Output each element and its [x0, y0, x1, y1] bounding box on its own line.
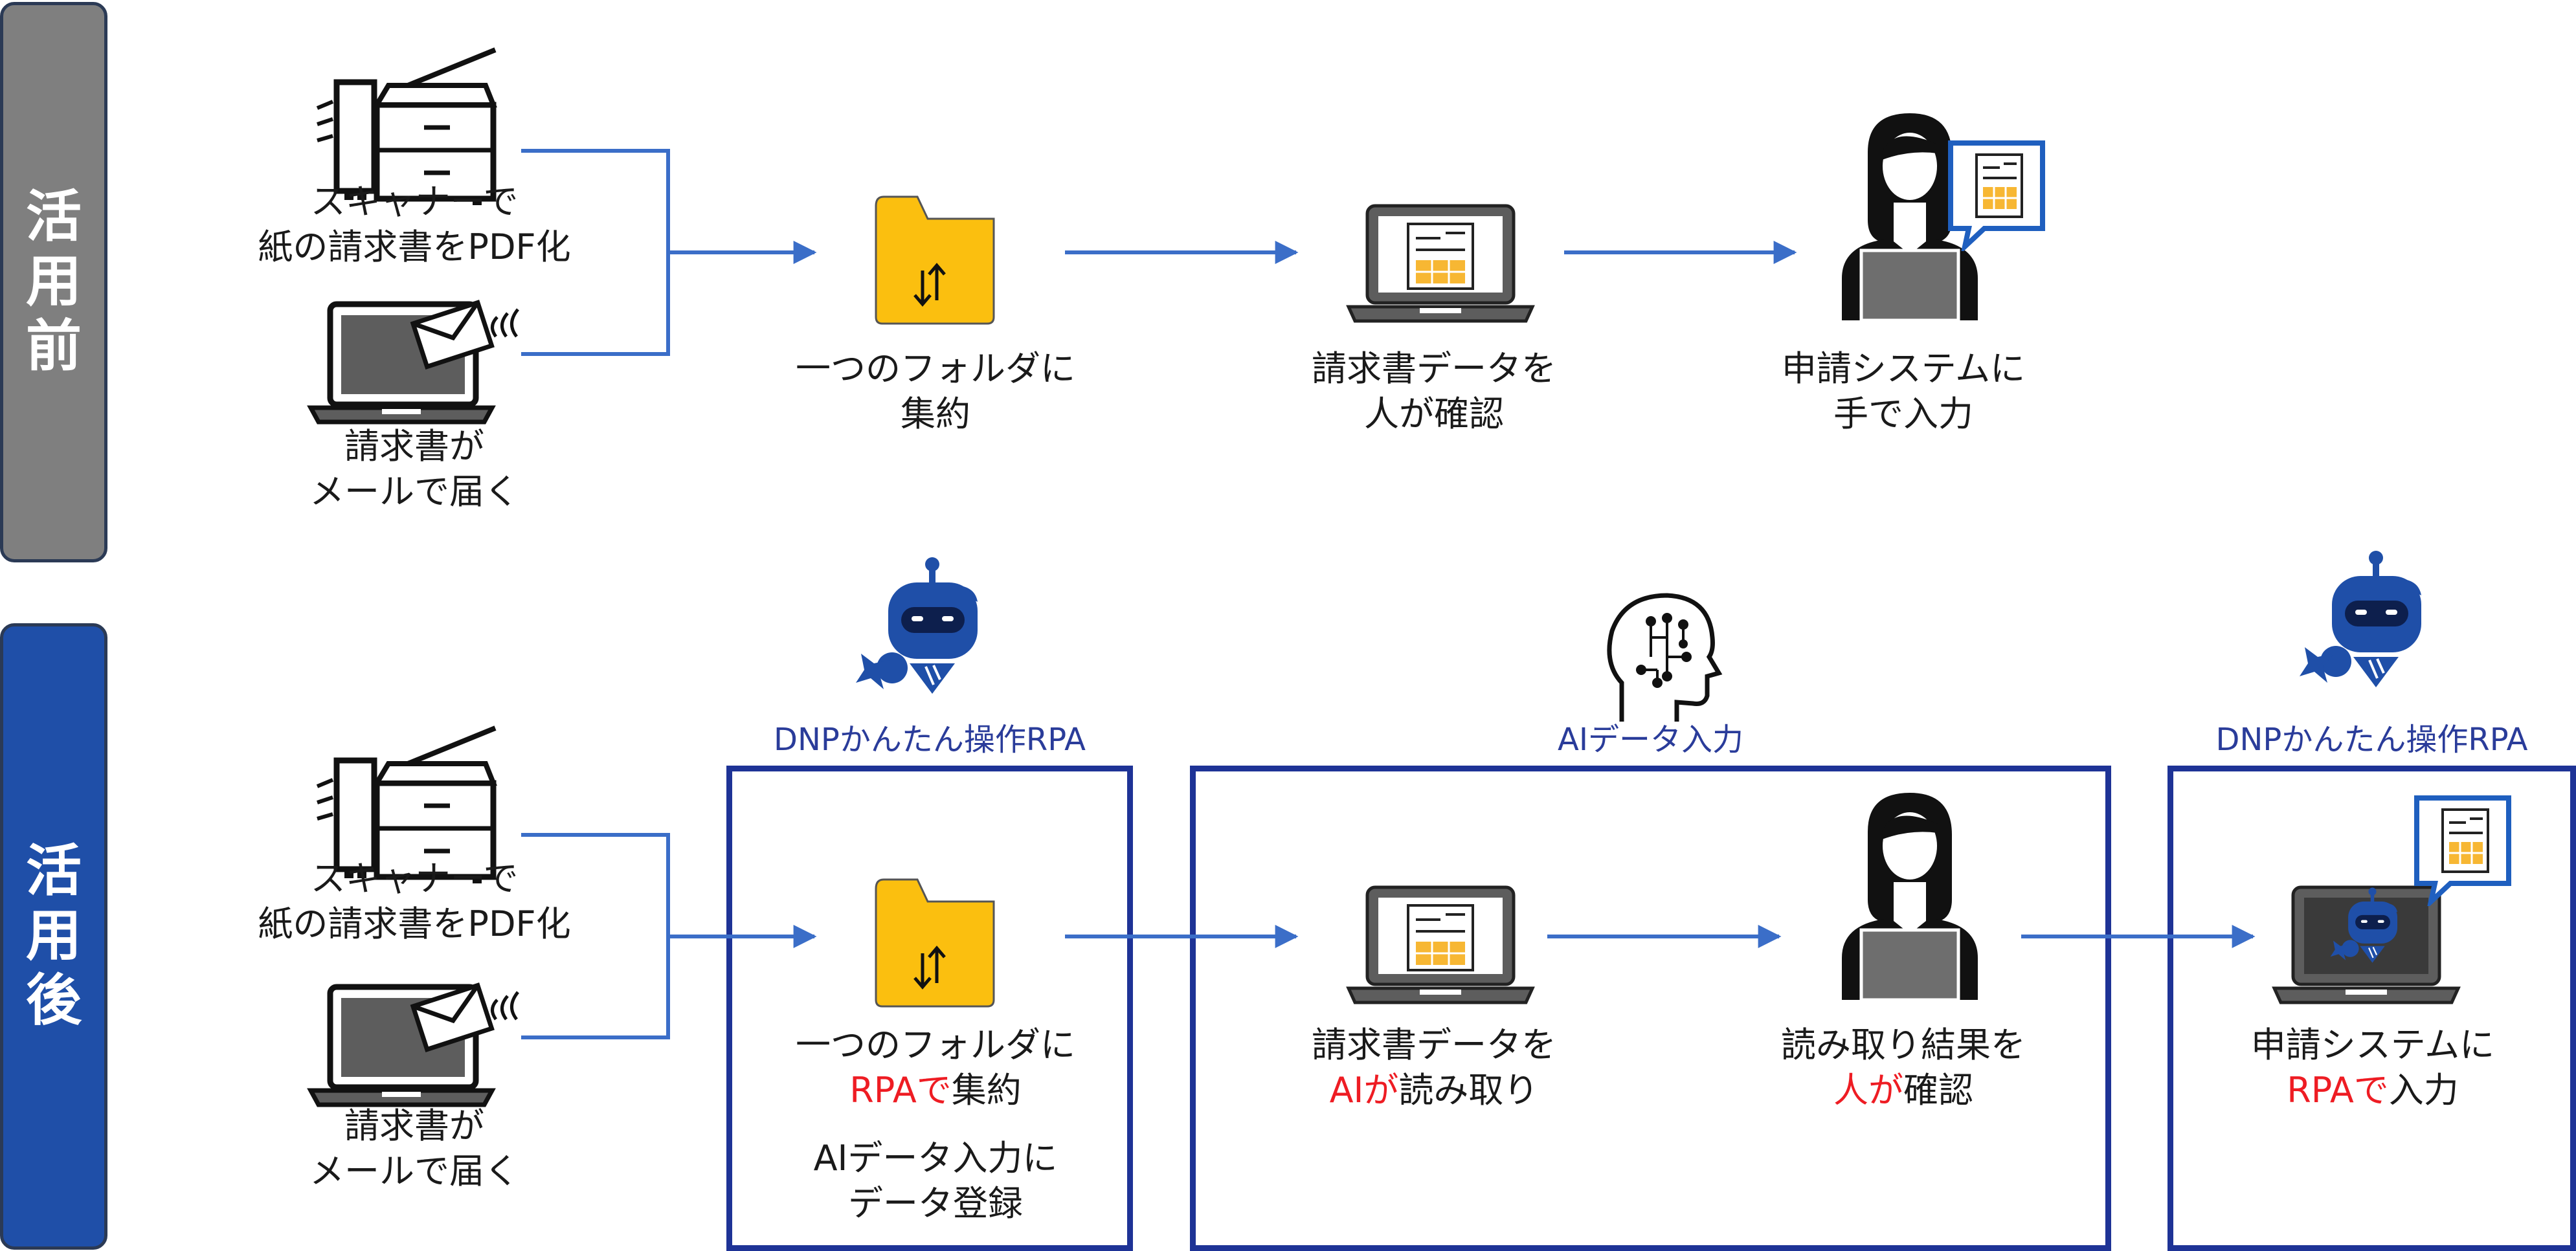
text-line: スキャナーで	[310, 181, 519, 222]
text-line: 請求書が	[344, 1105, 484, 1146]
laptop-document-icon	[1343, 201, 1538, 324]
text-line: データ登録	[848, 1183, 1023, 1224]
text-line: 申請システムに	[1781, 348, 2026, 389]
laptop-mail-icon	[304, 298, 524, 427]
text-line: 一つのフォルダに	[796, 1024, 1075, 1065]
rpa-frame-left	[726, 766, 1133, 1251]
text-line: スキャナーで	[310, 858, 519, 899]
robot-icon	[2292, 550, 2428, 689]
laptop-document-icon	[1343, 882, 1538, 1005]
text-rest: 確認	[1903, 1070, 1973, 1111]
text-line: 一つのフォルダに	[796, 348, 1075, 389]
text-line: 紙の請求書をPDF化	[258, 903, 571, 944]
highlight-text: AIが	[1329, 1070, 1399, 1111]
text-line: RPAで入力	[2175, 1068, 2570, 1113]
laptop-mail-icon	[304, 980, 524, 1110]
text-line: AIが読み取り	[1240, 1068, 1628, 1113]
text-rest: 読み取り	[1398, 1070, 1539, 1111]
text-rest: 集約	[951, 1070, 1022, 1111]
after-register-label: AIデータ入力に データ登録	[738, 1136, 1133, 1226]
tool-name-rpa-right: DNPかんたん操作RPA	[2215, 722, 2528, 758]
text-rest: 入力	[2388, 1070, 2459, 1111]
section-after-char: 用	[26, 903, 82, 969]
text-line: 読み取り結果を	[1781, 1024, 2026, 1065]
speech-bubble-document-icon	[1945, 138, 2049, 251]
section-after-char: 活	[26, 839, 82, 904]
after-ai-read-label: 請求書データを AIが読み取り	[1240, 1023, 1628, 1113]
folder-transfer-icon	[871, 188, 1000, 327]
text-line: 申請システムに	[2250, 1024, 2495, 1065]
speech-bubble-document-icon	[2412, 793, 2515, 906]
highlight-text: 人が	[1833, 1070, 1903, 1111]
before-folder-label: 一つのフォルダに 集約	[738, 346, 1133, 437]
highlight-text: RPAで	[849, 1070, 952, 1111]
highlight-text: RPAで	[2287, 1070, 2389, 1111]
text-line: メールで届く	[309, 471, 519, 512]
after-scanner-label: スキャナーで 紙の請求書をPDF化	[223, 856, 605, 947]
text-line: 請求書データを	[1312, 348, 1556, 389]
text-line: 人が確認	[1364, 393, 1504, 434]
tool-name-rpa-left: DNPかんたん操作RPA	[774, 722, 1086, 758]
text-line: AIデータ入力に	[813, 1138, 1058, 1179]
before-review-label: 請求書データを 人が確認	[1240, 346, 1628, 437]
after-folder-label: 一つのフォルダに RPAで集約	[738, 1023, 1133, 1113]
before-scanner-label: スキャナーで 紙の請求書をPDF化	[223, 179, 605, 270]
section-before-char: 用	[26, 249, 82, 315]
section-label-before: 活 用 前	[0, 2, 107, 562]
section-before-char: 前	[26, 313, 82, 379]
after-rpa-input-label: 申請システムに RPAで入力	[2175, 1023, 2570, 1113]
section-before-char: 活	[26, 184, 82, 250]
woman-laptop-icon	[1822, 786, 1997, 1000]
robot-icon	[848, 557, 984, 696]
text-line: メールで届く	[309, 1151, 519, 1191]
section-label-after: 活 用 後	[0, 623, 107, 1250]
text-line: 集約	[901, 393, 970, 434]
text-line: 人が確認	[1709, 1068, 2098, 1113]
folder-transfer-icon	[871, 870, 1000, 1010]
text-line: 請求書が	[344, 426, 484, 467]
tool-name-ai-data-input: AIデータ入力	[1558, 722, 1743, 758]
text-line: 紙の請求書をPDF化	[258, 227, 571, 267]
text-line: 請求書データを	[1312, 1024, 1556, 1065]
text-line: 手で入力	[1833, 393, 1973, 434]
before-manual-label: 申請システムに 手で入力	[1709, 346, 2098, 437]
before-mail-label: 請求書が メールで届く	[249, 424, 579, 515]
section-after-char: 後	[26, 968, 82, 1033]
ai-brain-icon	[1596, 586, 1725, 725]
ai-data-input-frame	[1190, 766, 2111, 1251]
text-line: RPAで集約	[738, 1068, 1133, 1113]
after-confirm-label: 読み取り結果を 人が確認	[1709, 1023, 2098, 1113]
rpa-frame-right	[2167, 766, 2576, 1251]
after-mail-label: 請求書が メールで届く	[249, 1103, 579, 1194]
